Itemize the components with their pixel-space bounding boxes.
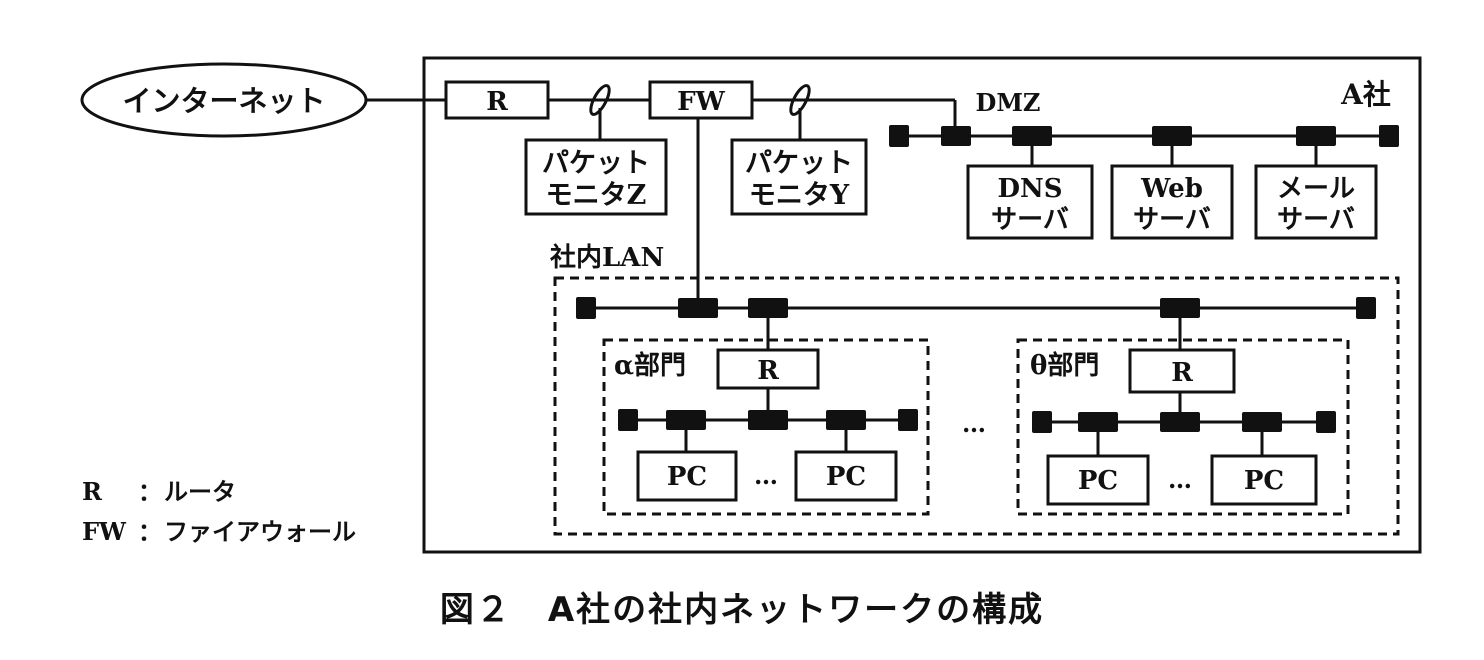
dept-theta-router-box: [1128, 348, 1236, 394]
lan-connector: [1160, 298, 1200, 318]
packet-monitor-z-line2: モニタZ: [546, 180, 647, 211]
dept-alpha-connector: [666, 410, 706, 430]
legend-key-firewall: FW: [82, 517, 127, 546]
dept-theta-terminator-left: [1032, 411, 1052, 433]
dept-theta-ellipsis: …: [1168, 465, 1192, 494]
dmz-connector: [1012, 126, 1052, 146]
lan-terminator-left: [576, 297, 596, 319]
company-label: A社: [1340, 78, 1391, 111]
dept-alpha-pc1-box: [636, 450, 738, 502]
dept-alpha-connector: [748, 410, 788, 430]
mail-server-line1: メール: [1277, 174, 1355, 204]
dept-theta-terminator-right: [1316, 411, 1336, 433]
packet-monitor-y-box: [730, 138, 868, 216]
packet-monitor-z-line1: パケット: [542, 148, 650, 179]
dept-alpha-terminator-right: [898, 409, 918, 431]
firewall-label: FW: [677, 87, 725, 117]
dmz-connector: [1296, 126, 1336, 146]
lan-connector: [678, 298, 718, 318]
dept-alpha-label: α部門: [614, 351, 686, 381]
dept-theta-connector: [1160, 412, 1200, 432]
router-box: [444, 80, 550, 120]
packet-monitor-y-line1: パケット: [745, 148, 853, 179]
legend-desc-router: ルータ: [164, 477, 236, 506]
dept-alpha-pc2-label: PC: [826, 462, 866, 492]
dept-alpha-pc1-label: PC: [667, 462, 707, 492]
tap-y-icon: [789, 84, 811, 116]
web-server-line2: サーバ: [1133, 205, 1211, 235]
firewall-box: [648, 80, 754, 120]
dept-theta-router-label: R: [1171, 358, 1193, 388]
web-server-box: [1110, 164, 1234, 240]
dmz-terminator-right: [1379, 125, 1399, 147]
web-server-line1: Web: [1140, 174, 1203, 204]
router-label: R: [486, 87, 508, 117]
dept-theta-connector: [1242, 412, 1282, 432]
dept-theta-boundary: [1016, 338, 1350, 516]
lan-boundary: [553, 276, 1400, 536]
dns-server-box: [966, 164, 1094, 240]
dept-theta-label: θ部門: [1030, 351, 1099, 381]
internet-label: インターネット: [122, 84, 325, 118]
dmz-connector: [941, 126, 971, 146]
lan-connector: [748, 298, 788, 318]
mail-server-line2: サーバ: [1277, 205, 1355, 235]
figure-caption: 図２ A社の社内ネットワークの構成: [439, 590, 1045, 630]
lan-terminator-right: [1356, 297, 1376, 319]
packet-monitor-y-line2: モニタY: [749, 180, 850, 211]
dept-alpha-router-label: R: [757, 356, 779, 386]
dept-theta-pc2-box: [1210, 454, 1318, 506]
dept-theta-connector: [1078, 412, 1118, 432]
legend-sep-firewall: ：: [138, 517, 162, 546]
dept-theta-pc1-box: [1046, 454, 1150, 506]
dept-alpha-terminator-left: [618, 409, 638, 431]
dept-theta-pc2-label: PC: [1244, 466, 1284, 496]
legend-key-router: R: [82, 477, 103, 506]
lan-label: 社内LAN: [550, 242, 664, 273]
dept-alpha-boundary: [602, 338, 930, 516]
company-boundary: [422, 56, 1422, 554]
dept-alpha-pc2-box: [794, 450, 898, 502]
packet-monitor-z-box: [524, 138, 668, 216]
dmz-connector: [1152, 126, 1192, 146]
dns-server-line2: サーバ: [991, 205, 1069, 235]
dept-alpha-connector: [826, 410, 866, 430]
dept-alpha-ellipsis: …: [754, 461, 778, 490]
dmz-label: DMZ: [976, 88, 1041, 117]
dns-server-line1: DNS: [997, 174, 1062, 204]
legend-desc-firewall: ファイアウォール: [164, 517, 356, 546]
lan-ellipsis: …: [962, 409, 986, 438]
mail-server-box: [1254, 164, 1378, 240]
legend-sep-router: ：: [138, 477, 162, 506]
tap-z-icon: [589, 84, 611, 116]
dept-theta-pc1-label: PC: [1078, 466, 1118, 496]
dmz-terminator-left: [889, 125, 909, 147]
